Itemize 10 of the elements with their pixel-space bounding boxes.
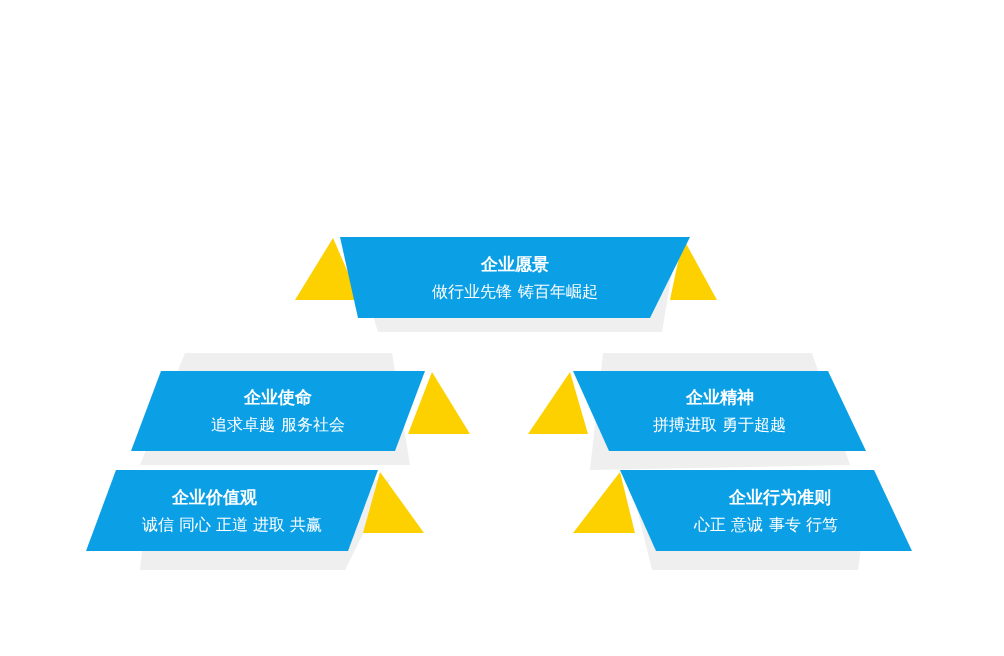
banner-text: 拼搏进取 勇于超越	[652, 415, 787, 436]
banner-heading: 企业行为准则	[729, 485, 831, 509]
banner-heading: 企业使命	[244, 386, 312, 409]
banner-text: 做行业先锋 铸百年崛起	[432, 281, 598, 303]
banner-heading: 企业精神	[685, 386, 754, 409]
banner-text: 追求卓越 服务社会	[211, 415, 345, 436]
banner-text: 诚信 同心 正道 进取 共赢	[141, 514, 323, 536]
banner-heading: 企业愿景	[481, 252, 549, 276]
banner-heading: 企业价值观	[171, 485, 257, 509]
banner-text: 心正 意诚 事专 行笃	[694, 514, 838, 536]
